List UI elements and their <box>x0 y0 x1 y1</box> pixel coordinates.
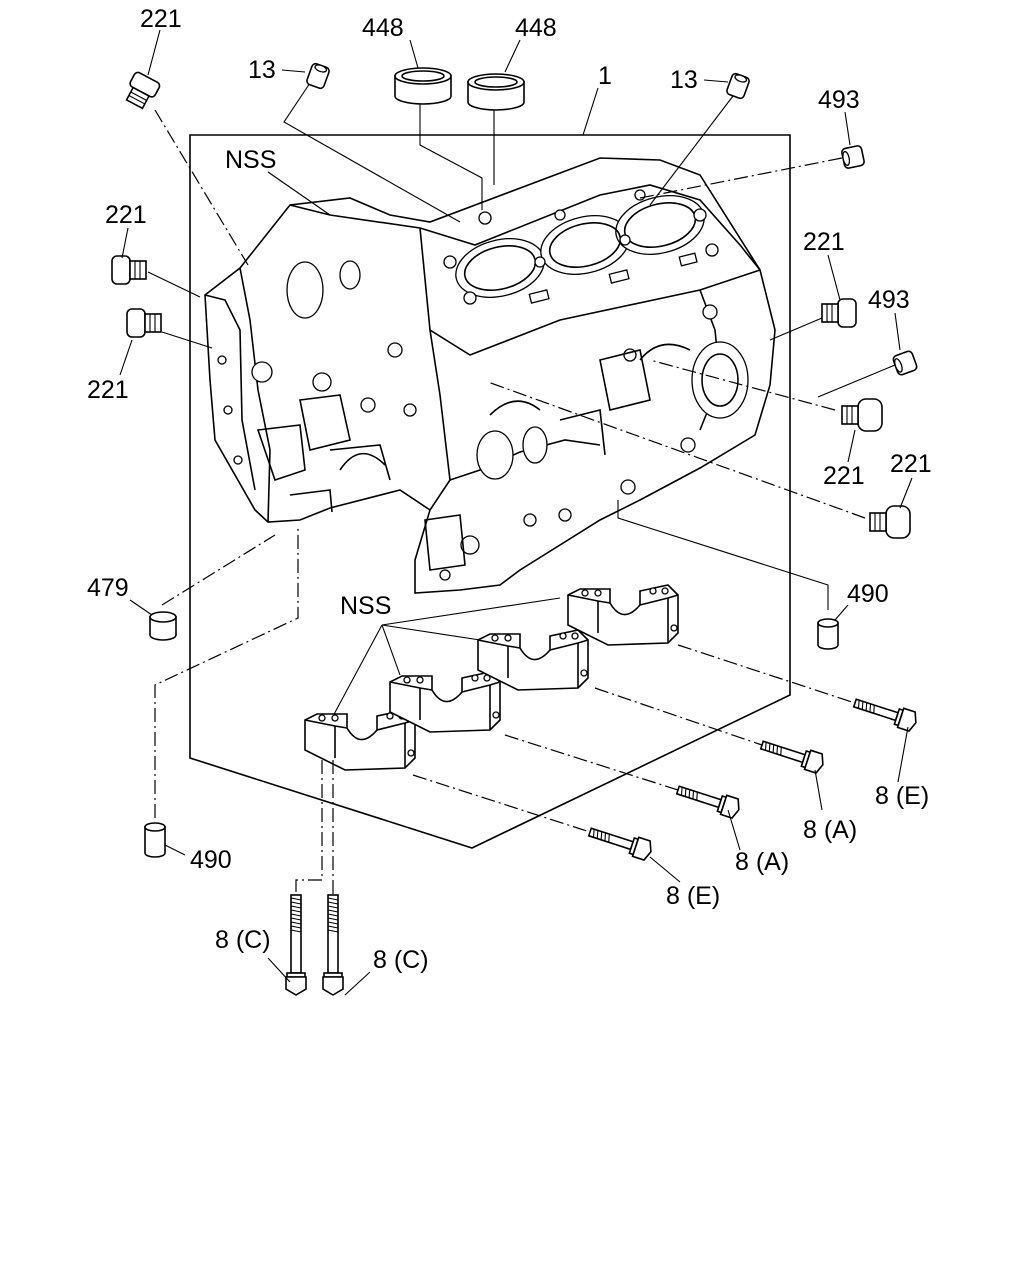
leader-221-right-lower <box>487 381 866 519</box>
label-part-490-right: 490 <box>847 580 889 608</box>
leader-label-13-right <box>703 79 729 83</box>
dowel-490-right <box>817 618 839 650</box>
leader-label-8a-upper <box>814 769 823 811</box>
leader-label-8c-left <box>267 957 291 983</box>
bearing-cap <box>477 629 589 691</box>
leader-label-490-right <box>834 604 849 621</box>
label-part-448-right: 448 <box>515 14 557 42</box>
leader-label-448-left <box>409 39 419 69</box>
leader-493-top <box>639 157 843 199</box>
label-part-221-right-lower: 221 <box>890 450 932 478</box>
leader-label-221-right-upper <box>827 254 841 301</box>
leader-label-221-right-lower <box>899 477 913 509</box>
cap-bolt <box>675 785 740 819</box>
label-part-221-left-upper: 221 <box>105 201 147 229</box>
nss-cap-leaders <box>331 597 561 719</box>
leader-label-8c-right <box>344 971 371 996</box>
label-part-221-right-mid: 221 <box>823 462 865 490</box>
leader-221-top-left <box>154 109 249 266</box>
bearing-cap <box>304 709 416 771</box>
leader-label-221-left-upper <box>121 227 129 259</box>
dowel-13-right <box>726 72 750 100</box>
leader-479 <box>161 534 276 606</box>
leader-label-221-right-mid <box>847 429 856 463</box>
label-part-13-left: 13 <box>248 56 276 84</box>
long-bolt <box>322 894 344 996</box>
plug-221-right-upper <box>821 298 857 328</box>
leader-448-left <box>419 102 483 210</box>
label-part-13-right: 13 <box>670 66 698 94</box>
leader-label-8e-lower <box>649 856 681 883</box>
leader-221-right-upper <box>769 317 823 341</box>
leader-490-left <box>154 528 299 818</box>
leader-13-right <box>649 95 734 206</box>
leader-221-right-mid <box>649 359 836 411</box>
label-part-221-right-upper: 221 <box>803 228 845 256</box>
label-part-221-top-left: 221 <box>140 5 182 33</box>
sleeve-448-left <box>394 67 452 105</box>
label-part-493-mid: 493 <box>868 286 910 314</box>
cap-bolt <box>852 698 917 732</box>
label-part-479: 479 <box>87 574 129 602</box>
label-bolt-8a-lower: 8 (A) <box>735 848 789 876</box>
leader-label-221-left-lower <box>119 339 133 376</box>
sleeve-448-right <box>467 73 525 111</box>
leader-label-493-mid <box>894 312 901 351</box>
leader-221-left-upper <box>147 271 201 298</box>
label-bolt-8a-upper: 8 (A) <box>803 816 857 844</box>
label-part-448-left: 448 <box>362 14 404 42</box>
label-bolt-8e-lower: 8 (E) <box>666 882 720 910</box>
leader-label-490-left <box>164 844 186 856</box>
label-part-490-left: 490 <box>190 846 232 874</box>
dowel-493-mid <box>892 350 918 376</box>
dowel-479 <box>149 611 177 641</box>
bearing-cap <box>567 584 679 646</box>
leader-493-mid <box>817 364 896 398</box>
plug-221-top-left <box>125 71 161 110</box>
cap-bolt <box>587 827 652 861</box>
leader-label-13-left <box>281 69 306 73</box>
plug-221-right-mid <box>841 398 883 432</box>
label-part-1: 1 <box>598 62 612 90</box>
leader-bolt-8c <box>295 760 323 895</box>
bearing-caps <box>304 584 679 771</box>
label-nss-block: NSS <box>225 146 276 174</box>
bolts <box>285 698 917 996</box>
label-bolt-8c-left: 8 (C) <box>215 926 271 954</box>
dowel-493-top <box>841 145 865 169</box>
leader-bolt-8a-upper <box>594 687 763 746</box>
leader-label-221-top-left <box>147 29 161 76</box>
leader-221-left-lower <box>161 331 213 349</box>
leader-label-479 <box>129 599 153 616</box>
leader-part-1 <box>582 87 599 136</box>
leader-bolt-8e-right <box>677 644 856 704</box>
plug-221-left-lower <box>126 308 162 338</box>
label-nss-caps: NSS <box>340 592 391 620</box>
label-bolt-8e-right: 8 (E) <box>875 782 929 810</box>
plug-221-right-lower <box>869 505 911 539</box>
label-bolt-8c-right: 8 (C) <box>373 946 429 974</box>
leader-nss-block <box>267 171 331 216</box>
dowel-490-left <box>144 822 166 858</box>
label-part-221-left-lower: 221 <box>87 376 129 404</box>
dowel-13-left <box>306 62 330 90</box>
plug-221-left-upper <box>111 255 147 285</box>
cap-bolt <box>759 740 824 774</box>
cylinder-block <box>204 157 776 594</box>
label-part-493-top: 493 <box>818 86 860 114</box>
assembly-frame <box>189 134 791 849</box>
leader-label-8a-lower <box>727 809 741 851</box>
leader-bolt-8a-lower <box>504 734 679 791</box>
leader-bolt-8e-lower <box>412 774 591 833</box>
leader-label-448-right <box>504 39 521 73</box>
leader-label-8e-right <box>897 726 909 783</box>
bearing-cap <box>389 671 501 733</box>
leader-490-right <box>617 500 829 610</box>
leader-13-left <box>283 79 461 223</box>
long-bolt <box>285 894 307 996</box>
leader-label-493-top <box>844 111 851 146</box>
